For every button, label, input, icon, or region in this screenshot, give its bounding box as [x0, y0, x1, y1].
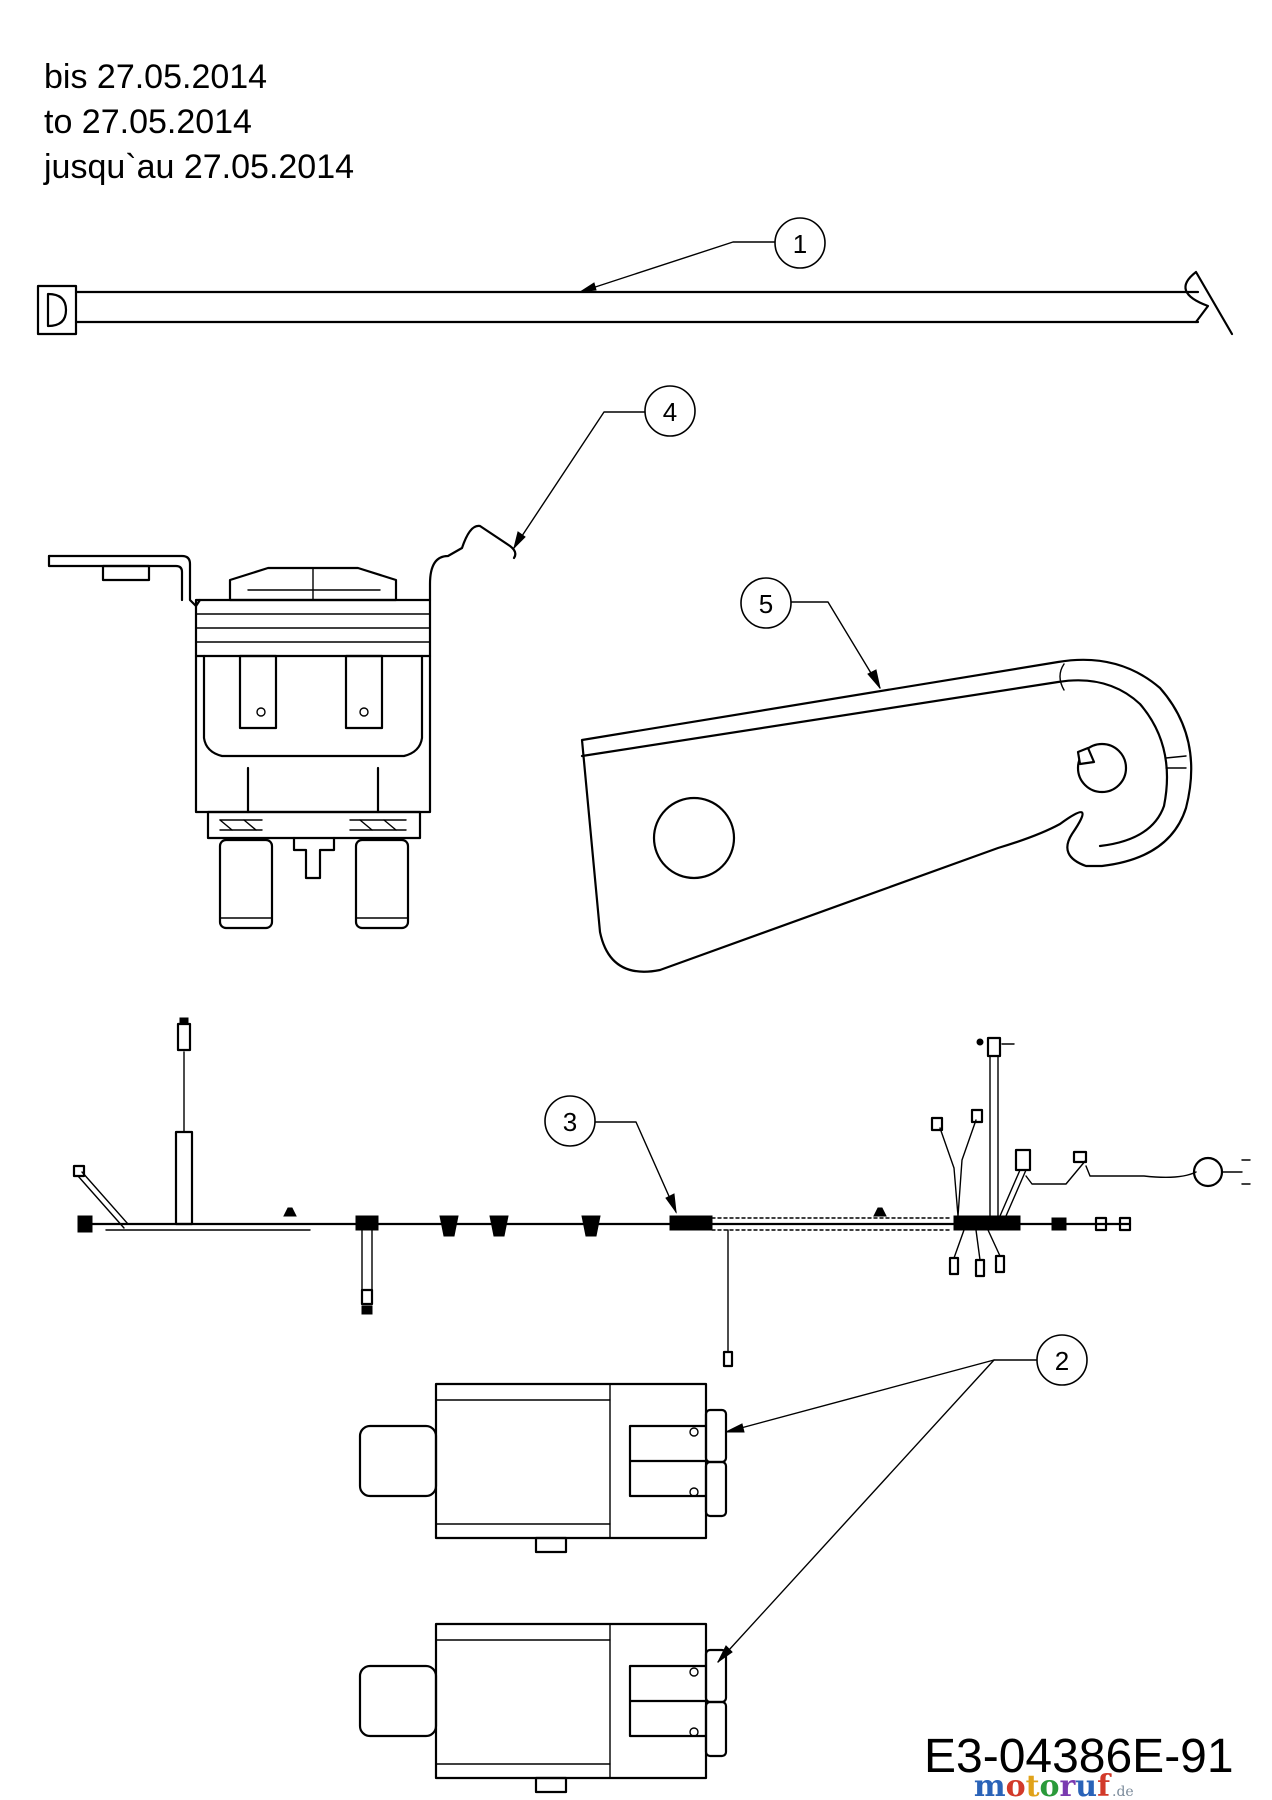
callout-5: 5	[740, 577, 881, 689]
date-header: bis 27.05.2014 to 27.05.2014 jusqu`au 27…	[43, 58, 354, 186]
callout-2: 2	[717, 1334, 1088, 1663]
callout-1-label: 1	[793, 229, 807, 259]
date-line-fr: jusqu`au 27.05.2014	[43, 148, 354, 186]
callout-2-label: 2	[1055, 1346, 1069, 1376]
wire-harness-drawing	[72, 1017, 1251, 1368]
callout-4-label: 4	[663, 397, 677, 427]
callout-4: 4	[513, 385, 696, 550]
switch-upper-drawing	[358, 1382, 728, 1554]
callout-3: 3	[544, 1095, 677, 1214]
watermark-text: motoruf	[974, 1769, 1112, 1800]
switch-lower-drawing	[358, 1622, 728, 1794]
callout-3-label: 3	[563, 1107, 577, 1137]
date-line-en: to 27.05.2014	[44, 103, 252, 141]
bracket-drawing	[580, 658, 1193, 973]
solenoid-drawing	[47, 524, 517, 930]
watermark-suffix: .de	[1112, 1784, 1134, 1800]
drawing-code: E3-04386E-91	[924, 1730, 1234, 1783]
callout-1: 1	[579, 217, 826, 293]
callout-5-label: 5	[759, 589, 773, 619]
cable-tie-drawing	[36, 270, 1234, 336]
watermark: motoruf .de	[974, 1769, 1134, 1800]
date-line-de: bis 27.05.2014	[44, 58, 267, 96]
